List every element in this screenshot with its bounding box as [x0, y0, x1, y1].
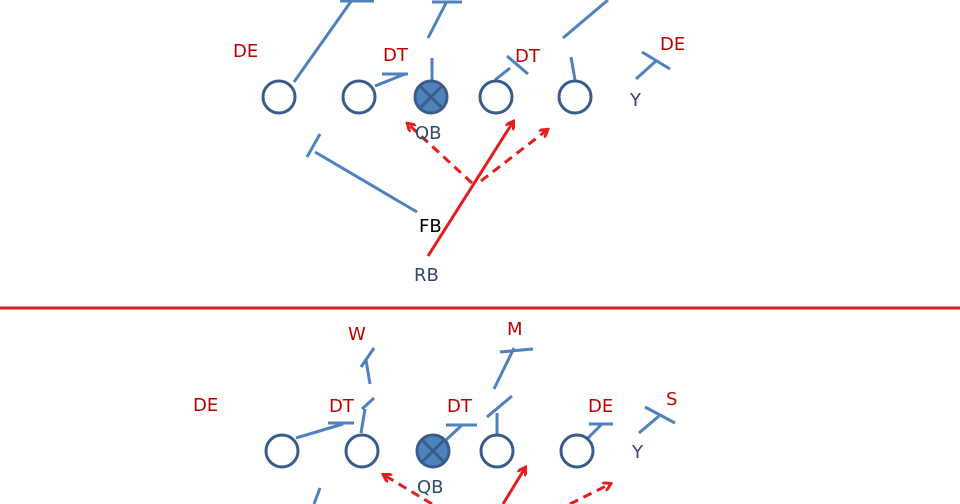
label-fb: FB: [419, 216, 442, 237]
label-w: W: [348, 324, 366, 345]
block-icon: [486, 394, 513, 419]
option-path-arrow-icon: [569, 484, 610, 504]
label-de-left: DE: [193, 395, 218, 416]
block-line: [426, 2, 448, 39]
label-dt-left: DT: [329, 396, 355, 417]
label-qb: QB: [415, 123, 442, 144]
block-line: [569, 56, 577, 81]
label-dt-left: DT: [383, 45, 409, 66]
block-line: [492, 347, 516, 390]
top-blocking-lines: [292, 0, 671, 214]
block-line: [359, 408, 367, 434]
run-path-arrow-icon: [426, 122, 513, 257]
block-icon: [305, 133, 322, 158]
block-line: [444, 423, 464, 442]
offensive-lineman-icon: [344, 433, 380, 469]
block-icon: [641, 50, 671, 71]
label-de-left: DE: [233, 41, 258, 62]
block-icon: [506, 54, 529, 76]
label-dt-right: DT: [515, 46, 541, 67]
block-line: [295, 422, 344, 440]
offensive-lineman-icon: [264, 433, 300, 469]
label-de-right: DE: [660, 34, 685, 55]
top-play: DE DT DT DE QB FB RB Y: [233, 0, 685, 286]
block-line: [586, 422, 604, 440]
offensive-lineman-icon: [478, 79, 514, 115]
offensive-lineman-icon: [479, 433, 515, 469]
quarterback-icon: [413, 79, 449, 115]
label-de-right: DE: [588, 396, 613, 417]
offensive-lineman-icon: [557, 79, 593, 115]
label-dt-right: DT: [447, 396, 473, 417]
block-line: [494, 66, 511, 82]
bottom-blocking-lines: [295, 347, 676, 504]
option-path-arrow-icon: [384, 475, 433, 504]
block-icon: [499, 347, 534, 354]
offensive-lineman-icon: [341, 79, 377, 115]
block-line: [364, 359, 372, 385]
label-qb: QB: [417, 477, 444, 498]
fb-block-line: [314, 150, 418, 214]
run-path-arrow-icon: [501, 468, 525, 504]
block-line: [292, 0, 354, 83]
label-s: S: [666, 389, 677, 410]
block-line: [312, 487, 322, 504]
offensive-lineman-icon: [261, 79, 297, 115]
block-icon: [644, 405, 676, 425]
block-icon: [360, 396, 376, 411]
block-icon: [359, 347, 376, 368]
label-y: Y: [629, 90, 642, 111]
label-m: M: [507, 319, 523, 340]
offensive-lineman-icon: [559, 433, 595, 469]
label-rb: RB: [414, 265, 439, 286]
quarterback-icon: [415, 433, 451, 469]
label-y: Y: [631, 442, 644, 463]
block-line: [374, 72, 406, 88]
block-line: [638, 414, 660, 435]
bottom-play: DE DT DT DE W M S QB Y: [193, 319, 677, 504]
block-line: [634, 59, 658, 81]
block-line: [562, 0, 609, 40]
